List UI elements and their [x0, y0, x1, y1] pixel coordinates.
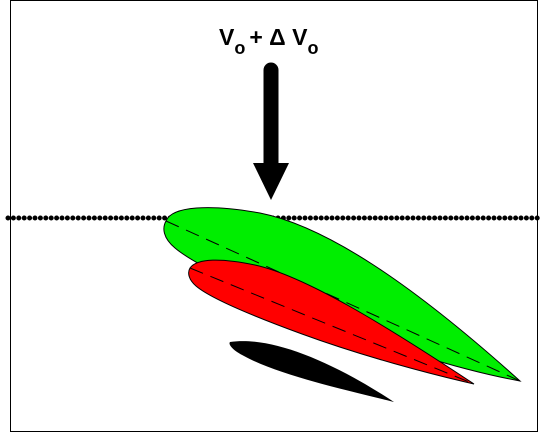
- velocity-label-sub1: o: [234, 38, 245, 58]
- velocity-label-main: V: [219, 24, 235, 50]
- velocity-label-sub2: o: [307, 38, 318, 58]
- velocity-label-op: + Δ V: [249, 24, 308, 50]
- airfoil-upper: [163, 207, 522, 382]
- chord-line-middle: [189, 267, 475, 385]
- airfoil-lower: [229, 341, 394, 402]
- arrow-head: [253, 163, 289, 200]
- velocity-label: Vo+ Δ Vo: [219, 24, 318, 58]
- airfoil-middle: [188, 259, 475, 385]
